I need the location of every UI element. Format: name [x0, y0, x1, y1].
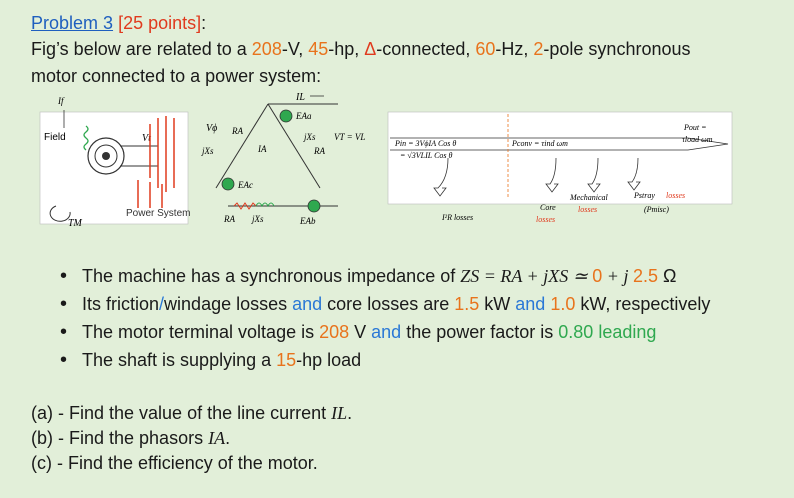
vphi-label: Vϕ — [206, 123, 217, 134]
question-parts: (a) - Find the value of the line current… — [31, 401, 352, 476]
field-winding-icon — [83, 125, 89, 151]
rated-voltage: 208 — [251, 39, 282, 59]
mech-losses-label: losses — [578, 205, 597, 214]
header-colon: : — [201, 13, 207, 33]
and-word: and — [515, 294, 546, 314]
power-system-label: Power System — [126, 208, 190, 219]
bullet-text: The machine has a synchronous impedance … — [82, 266, 461, 286]
jxs-bottom-label: jXs — [251, 214, 264, 224]
core-label: Core — [540, 203, 556, 212]
bullet-text: The shaft is supplying a — [82, 350, 277, 370]
i2r-losses-label: I²R losses — [441, 213, 473, 222]
bullet-text: The motor terminal voltage is — [82, 322, 320, 342]
problem-link[interactable]: Problem 3 — [31, 13, 114, 33]
pin2-label: = √3VLIL Cos θ — [400, 151, 453, 160]
torque-label: TM — [68, 218, 83, 229]
stray-losses-label: losses — [666, 191, 685, 200]
bullet-text: core losses are — [322, 294, 455, 314]
pout2-label: τload ωm — [682, 135, 713, 144]
intro-text: -V, — [281, 39, 309, 59]
bullet-text: -hp load — [296, 350, 362, 370]
pole-count: 2 — [533, 39, 544, 59]
ohm-unit: Ω — [657, 266, 677, 286]
circuit-and-power-flow-figure: Field If Vt TM Power System IL Vϕ RA jXs… — [39, 92, 733, 229]
vt-vl-label: VT = VL — [334, 132, 365, 142]
problem-header: Problem 3 [25 points]: — [31, 10, 206, 36]
bullet-text: V — [349, 322, 372, 342]
bullet-text: the power factor is — [401, 322, 559, 342]
field-current-label: If — [57, 96, 65, 106]
ia-label: IA — [257, 144, 267, 154]
intro-line-1: Fig’s below are related to a 208-V, 45-h… — [31, 36, 771, 63]
eaa-label: EAa — [295, 111, 312, 121]
part-a: (a) - Find the value of the line current… — [31, 403, 353, 423]
delta-equivalent-circuit: IL Vϕ RA jXs IA EAa jXs VT = VL RA EAc R… — [201, 92, 365, 226]
list-item: Its friction/windage losses and core los… — [60, 290, 710, 318]
intro-text: -hp, — [328, 39, 365, 59]
ra-right-label: RA — [313, 146, 325, 156]
rated-frequency: 60 — [475, 39, 496, 59]
impedance-j: + j — [602, 266, 633, 286]
bullet-text: Its friction — [82, 294, 160, 314]
field-label: Field — [44, 132, 66, 143]
friction-loss-value: 1.5 — [454, 294, 480, 314]
mech-label: Mechanical — [569, 193, 609, 202]
intro-text: -pole synchronous — [543, 39, 691, 59]
core-losses-label: losses — [536, 215, 555, 224]
armature-current-symbol: IA — [208, 428, 226, 448]
bullet-text: kW — [479, 294, 516, 314]
delta-symbol: Δ — [364, 39, 377, 59]
given-data-list: The machine has a synchronous impedance … — [60, 262, 710, 374]
intro-text: Fig’s below are related to a — [31, 39, 252, 59]
jxs-left-label: jXs — [201, 146, 214, 156]
reactance-value: 2.5 — [632, 266, 658, 286]
and-word: and — [292, 294, 323, 314]
part-c: (c) - Find the efficiency of the motor. — [31, 453, 318, 473]
jxs-right-label: jXs — [303, 132, 316, 142]
part-b: (b) - Find the phasors IA. — [31, 428, 231, 448]
slash: / — [159, 294, 165, 314]
intro-text: -connected, — [376, 39, 476, 59]
rated-hp: 45 — [308, 39, 329, 59]
and-word: and — [371, 322, 402, 342]
list-item: The motor terminal voltage is 208 V and … — [60, 318, 710, 346]
eac-label: EAc — [237, 180, 253, 190]
ra-bottom-label: RA — [223, 214, 235, 224]
core-loss-value: 1.0 — [545, 294, 576, 314]
line-current-label: IL — [295, 92, 305, 103]
pout-label: Pout = — [683, 123, 707, 132]
intro-text: -Hz, — [495, 39, 534, 59]
power-factor-value: 0.80 leading — [558, 322, 657, 342]
pmisc-label: (Pmisc) — [644, 205, 669, 214]
intro-line-2: motor connected to a power system: — [31, 66, 322, 86]
list-item: The machine has a synchronous impedance … — [60, 262, 710, 290]
power-flow-diagram: Pin = 3VϕIA Cos θ = √3VLIL Cos θ Pconv =… — [387, 111, 733, 224]
ra-top-label: RA — [231, 126, 243, 136]
resistance-value: 0 — [592, 266, 603, 286]
problem-points: [25 points] — [118, 13, 202, 33]
pin-label: Pin = 3VϕIA Cos θ — [394, 139, 456, 148]
figure-panel: Field If Vt TM Power System IL Vϕ RA jXs… — [38, 88, 738, 248]
line-current-symbol: IL — [331, 403, 348, 423]
pconv-label: Pconv = τind ωm — [511, 139, 568, 148]
list-item: The shaft is supplying a 15-hp load — [60, 346, 710, 374]
bullet-text: kW, respectively — [575, 294, 711, 314]
impedance-equation: ZS = RA + jXS ≃ — [460, 266, 593, 286]
bullet-text: windage losses — [164, 294, 293, 314]
pstray-label: Pstray — [633, 191, 655, 200]
motor-diagram: Field If Vt TM Power System — [39, 96, 190, 229]
vt-label: Vt — [142, 133, 151, 144]
terminal-voltage-value: 208 — [319, 322, 350, 342]
eab-label: EAb — [299, 216, 316, 226]
load-hp-value: 15 — [276, 350, 297, 370]
